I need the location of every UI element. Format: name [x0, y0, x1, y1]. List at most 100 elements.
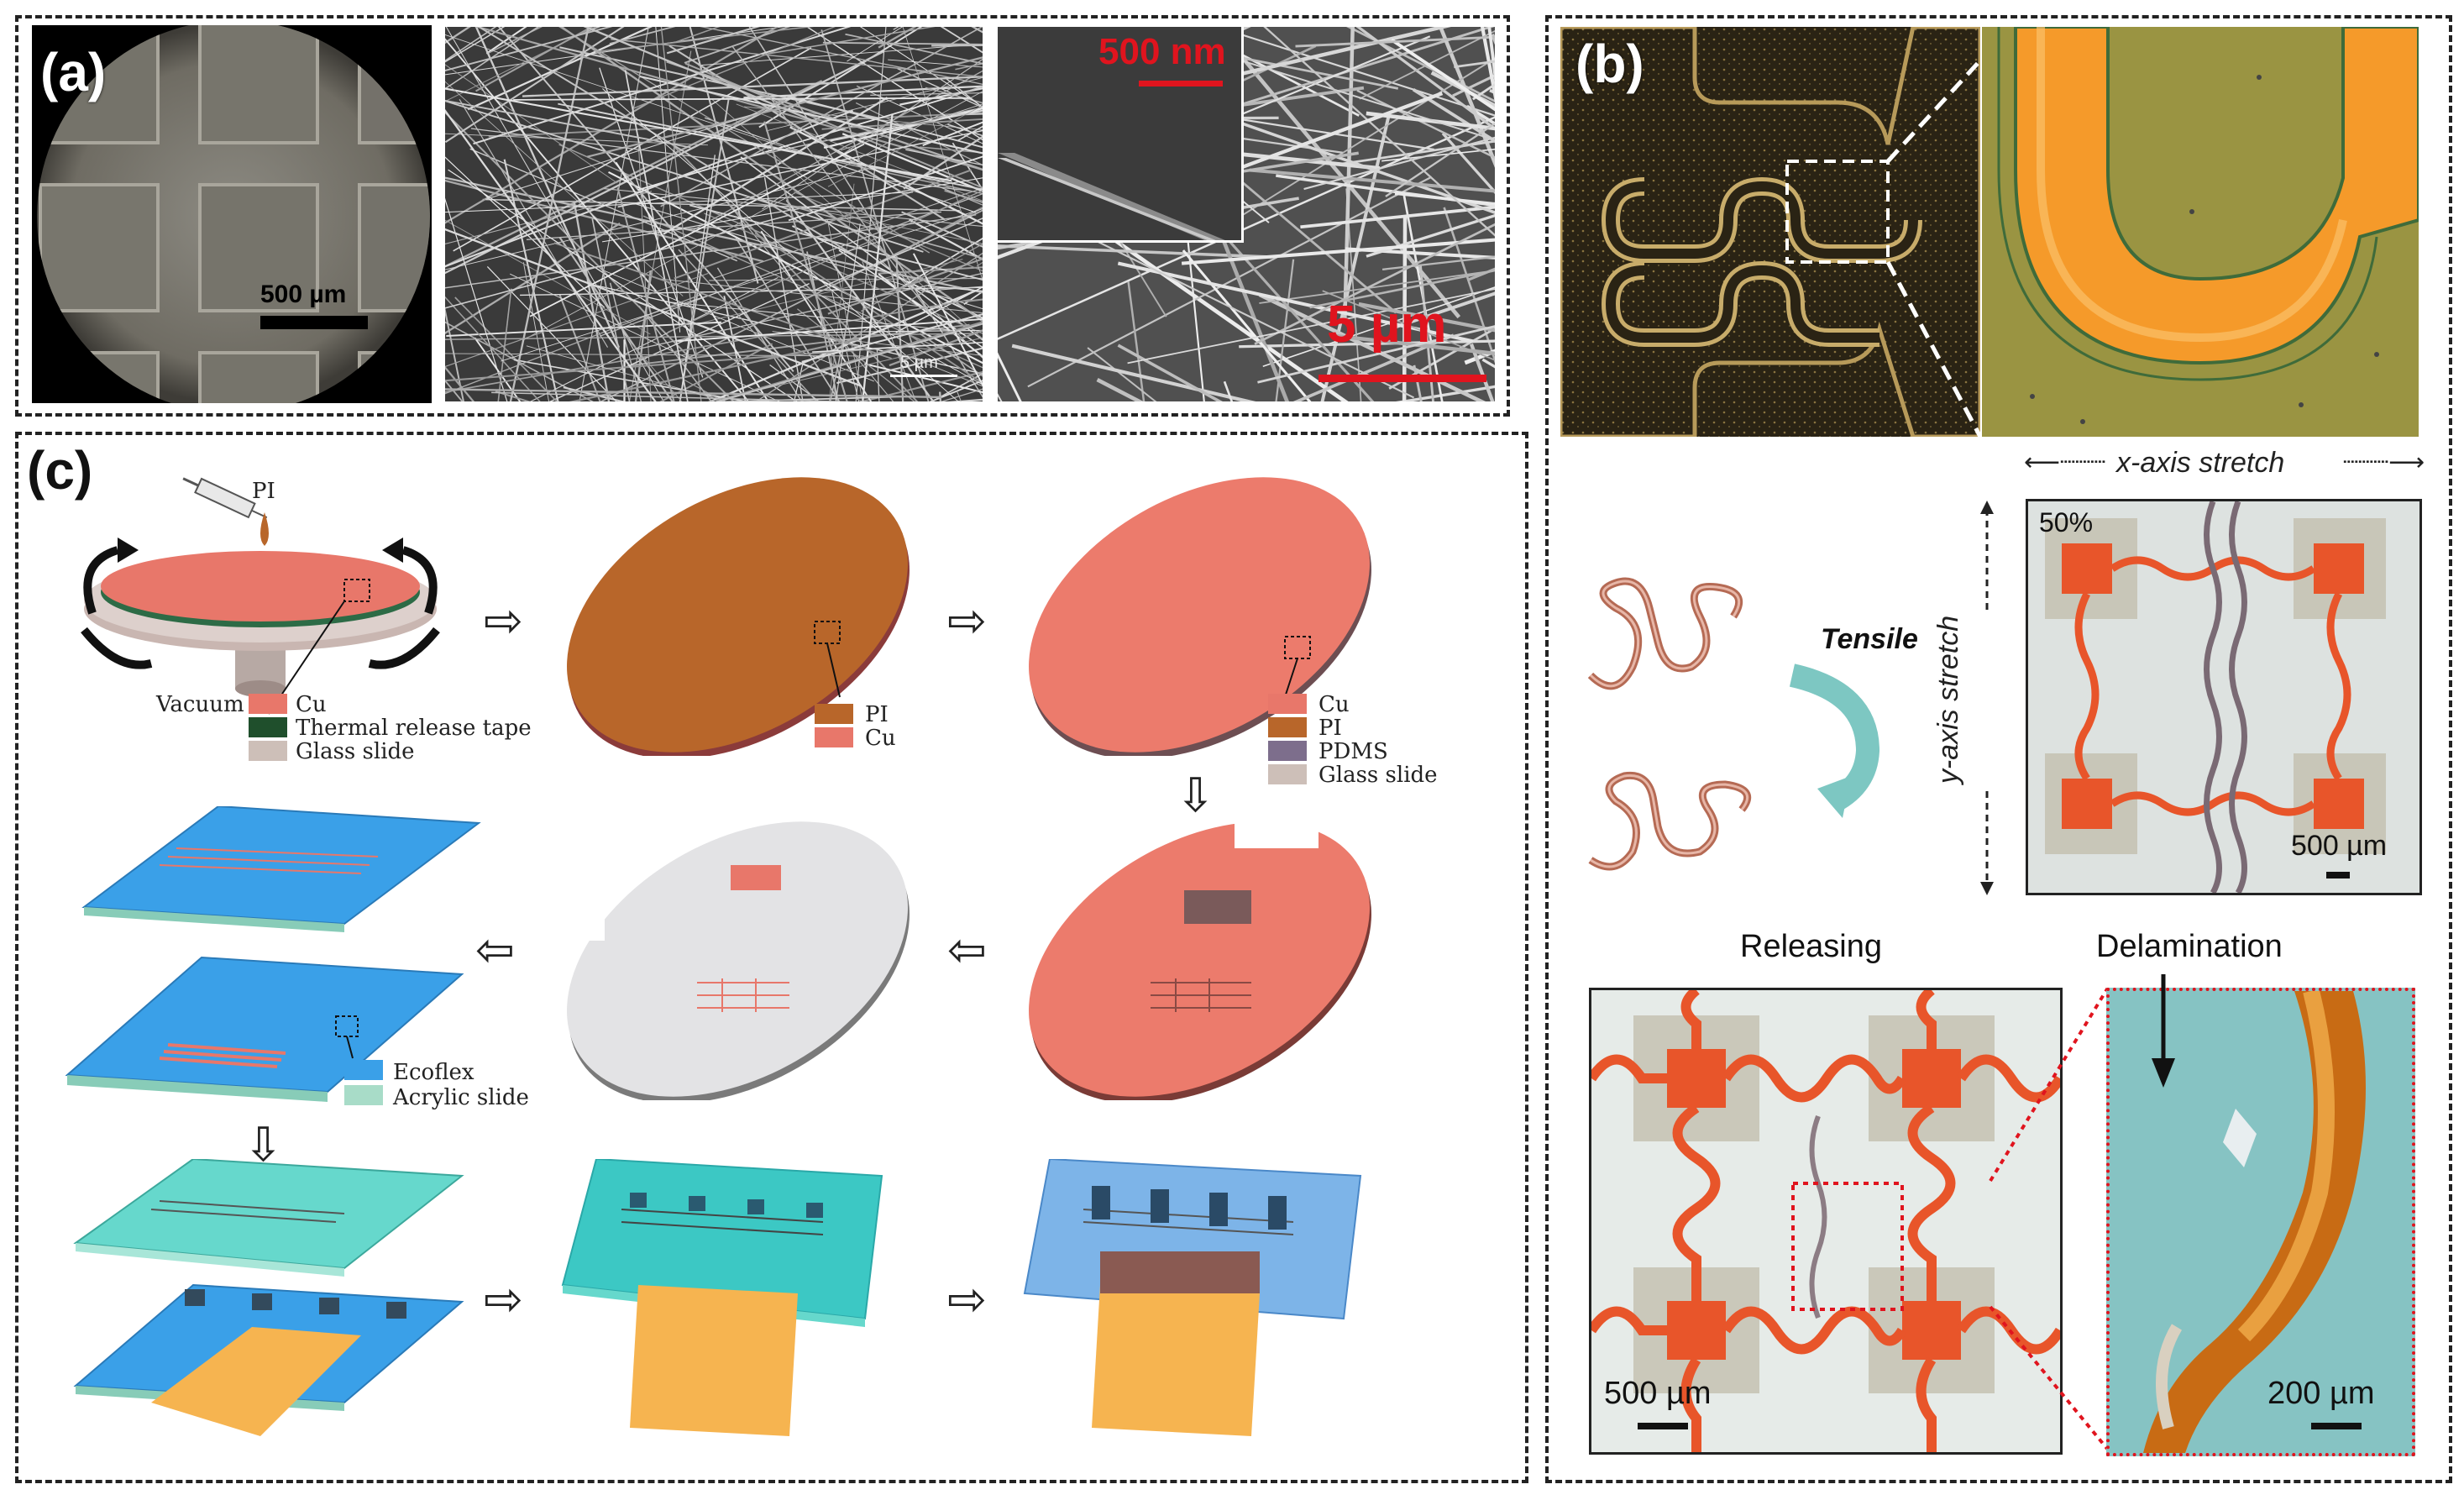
serpentine-zoom-image — [1982, 27, 2419, 437]
fiber-line — [805, 27, 983, 141]
fiber-line — [667, 190, 983, 333]
scale-bar — [1139, 81, 1223, 87]
fiber-line — [789, 126, 983, 225]
fiber-line — [796, 329, 983, 333]
fiber-line — [711, 98, 983, 339]
fiber-line — [708, 290, 976, 401]
fiber-line — [666, 301, 953, 331]
fiber-line — [1395, 385, 1495, 401]
fiber-line — [1250, 27, 1495, 43]
fiber-line — [445, 191, 913, 213]
fiber-line — [841, 133, 983, 192]
fiber-line — [469, 148, 737, 262]
fiber-line — [760, 230, 873, 401]
fiber-line — [445, 27, 779, 224]
fiber-line — [827, 105, 983, 187]
fiber-line — [835, 223, 861, 401]
panel-b — [1545, 15, 2452, 1483]
fiber-line — [1366, 213, 1495, 258]
fiber-line — [766, 198, 983, 260]
fiber-line — [445, 272, 709, 368]
process-arrow-right: ⇨ — [484, 594, 523, 648]
scale-label: 200 µm — [2267, 1376, 2375, 1411]
fiber-line — [448, 169, 798, 401]
fiber-line — [573, 202, 611, 401]
fiber-line — [637, 96, 952, 191]
fiber-line — [1358, 302, 1495, 333]
fiber-line — [615, 161, 769, 401]
fiber-line — [806, 251, 839, 401]
fiber-line — [503, 159, 559, 401]
fiber-line — [445, 81, 684, 296]
delamination-arrow — [2152, 974, 2175, 1088]
fiber-line — [529, 143, 865, 317]
releasing-photo — [1589, 988, 2063, 1455]
fiber-line — [445, 191, 653, 244]
fiber-line — [632, 202, 983, 310]
process-arrow-right: ⇨ — [484, 1272, 523, 1327]
x-axis-stretch-label: x-axis stretch — [2116, 447, 2285, 479]
fiber-line — [860, 243, 983, 312]
fiber-line — [445, 64, 618, 184]
fiber-line — [445, 27, 497, 62]
cu-swatch — [249, 694, 287, 714]
fiber-line — [845, 33, 983, 65]
sem-nanofibers — [445, 27, 983, 401]
fiber-line — [522, 91, 983, 341]
fiber-line — [598, 27, 815, 52]
fiber-line — [763, 121, 848, 401]
fiber-line — [579, 27, 649, 401]
fiber-line — [1295, 35, 1495, 48]
strain-label: 50% — [2039, 507, 2094, 538]
fiber-line — [608, 171, 983, 365]
fiber-line — [1381, 255, 1495, 270]
fiber-line — [636, 272, 983, 350]
fiber-line — [659, 343, 773, 401]
fiber-line — [1276, 174, 1495, 207]
fiber-line — [1355, 27, 1495, 131]
fiber-line — [445, 100, 924, 253]
fiber-line — [486, 265, 617, 401]
fiber-line — [1322, 290, 1495, 361]
fiber-line — [591, 218, 631, 401]
fiber-line — [634, 270, 652, 401]
fiber-line — [1263, 27, 1495, 237]
fiber-line — [787, 95, 983, 149]
fiber-line — [1342, 27, 1355, 324]
fiber-line — [689, 27, 759, 284]
ecoflex-swatch — [344, 1060, 383, 1080]
fiber-line — [856, 85, 983, 144]
fiber-line — [475, 27, 594, 92]
serpentine-micrograph — [1560, 27, 1980, 437]
fiber-line — [1342, 139, 1495, 165]
fiber-line — [1390, 38, 1495, 112]
fiber-line — [445, 108, 657, 401]
fiber-line — [501, 208, 983, 362]
patterned-wafer — [1029, 815, 1371, 1100]
fiber-line — [473, 27, 852, 145]
fiber-line — [689, 204, 983, 281]
fiber-line — [1430, 71, 1495, 108]
fiber-line — [1443, 207, 1495, 364]
fiber-line — [467, 27, 653, 111]
fiber-line — [998, 244, 1272, 259]
fiber-line — [1388, 327, 1495, 390]
final-device — [1023, 1159, 1362, 1436]
scale-label: 500 µm — [260, 281, 347, 308]
fiber-line — [1262, 286, 1495, 367]
x-axis-arrows: ┈┈┈⟶ — [2343, 448, 2425, 476]
fiber-line — [513, 97, 970, 101]
fiber-line — [548, 283, 810, 401]
legend-acrylic: Acrylic slide — [393, 1085, 529, 1110]
legend-pi: PI — [1319, 716, 1342, 741]
serpentine-zoom-micrograph — [1982, 27, 2419, 437]
fiber-line — [474, 27, 621, 349]
fiber-line — [1254, 223, 1495, 345]
optical-micrograph-grid — [32, 25, 432, 403]
fiber-line — [445, 38, 750, 401]
zoom-connector-lines — [1989, 988, 2110, 1451]
fiber-line — [794, 191, 983, 272]
fiber-line — [1258, 292, 1486, 401]
fiber-line — [1385, 122, 1495, 197]
fiber-line — [952, 142, 983, 191]
